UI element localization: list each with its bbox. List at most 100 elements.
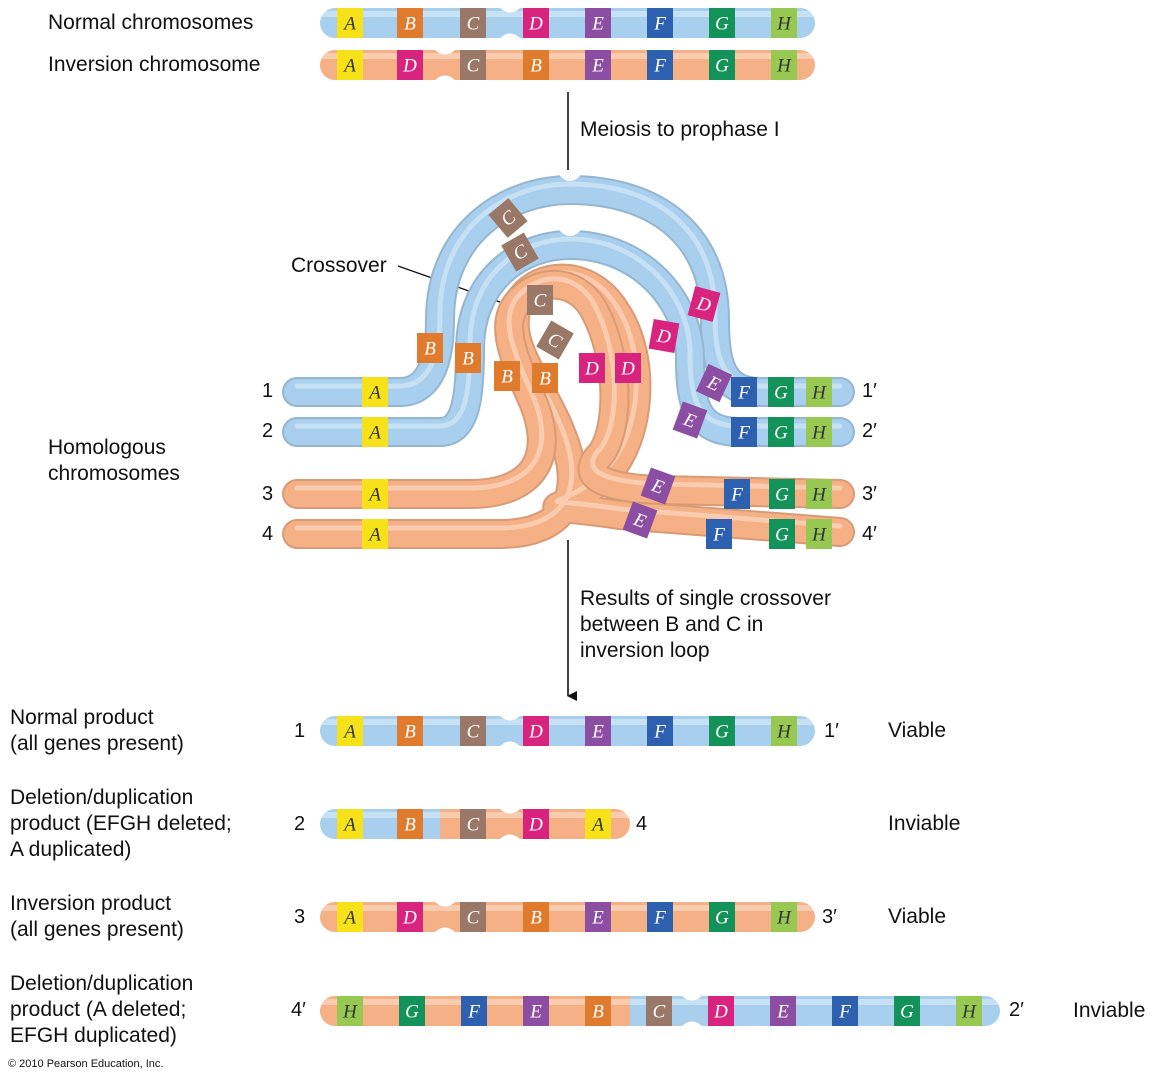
svg-text:F: F	[737, 383, 750, 404]
svg-text:B: B	[424, 339, 436, 360]
product-3-chromosome-gene-a-0: A	[342, 908, 356, 929]
loop-strand-3-band-d: D	[615, 353, 641, 383]
product-4-chromosome-gene-g-9: G	[900, 1002, 914, 1023]
inversion-chromosome-band-b-3	[523, 50, 549, 80]
loop-strand-3-band-c: C	[527, 285, 553, 315]
product-2-chromosome-gene-a-0: A	[342, 815, 356, 836]
svg-text:B: B	[501, 367, 513, 388]
homologous-label-line1: Homologous	[48, 436, 166, 459]
loop-strand-2-left: 2	[262, 420, 274, 442]
inversion-chromosome-centromere-top	[434, 50, 456, 55]
product-4-name-line1: Deletion/duplication	[10, 972, 194, 995]
svg-text:B: B	[539, 369, 551, 390]
product-2-chromosome-gene-a-4: A	[590, 815, 604, 836]
product-1-chromosome-gene-f-5: F	[653, 722, 666, 743]
product-3-name-line2: (all genes present)	[10, 918, 184, 941]
product-2-right-label: 4	[636, 813, 648, 835]
loop-strand-1-band-a: A	[362, 377, 388, 407]
product-1-chromosome-band-e-4	[585, 716, 611, 746]
inversion-chromosome-centromere-bottom	[434, 75, 456, 80]
product-2-chromosome-band-c-2	[460, 809, 486, 839]
product-2-chromosome-gene-d-3: D	[528, 815, 543, 836]
product-1-result: Viable	[888, 719, 946, 742]
normal-chromosome-gene-g-6: G	[715, 14, 729, 35]
loop-strand-1-band-c: C	[488, 198, 528, 238]
normal-chromosome-band-g-6	[709, 8, 735, 38]
product-3-chromosome-band-f-5	[647, 902, 673, 932]
inversion-chromosome-band-e-4	[585, 50, 611, 80]
loop-strand-2-band-a: A	[362, 417, 388, 447]
product-2-name-line2: product (EFGH deleted;	[10, 812, 232, 835]
loop-strand-1-band-d: D	[687, 286, 721, 322]
inversion-chromosome-band-a-0	[337, 50, 363, 80]
product-2-result: Inviable	[888, 812, 961, 835]
copyright-notice: © 2010 Pearson Education, Inc.	[8, 1058, 164, 1070]
crossover-label: Crossover	[291, 254, 387, 277]
homologous-label-line2: chromosomes	[48, 462, 180, 485]
product-3-chromosome-gene-g-6: G	[715, 908, 729, 929]
product-3-chromosome-band-c-2	[460, 902, 486, 932]
loop-strand-3-band-a: A	[362, 479, 388, 509]
product-4-chromosome-gene-f-8: F	[838, 1002, 851, 1023]
inversion-chromosome-label: Inversion chromosome	[48, 53, 261, 76]
loop-strand-4-band-a: A	[362, 519, 388, 549]
results-label-line1: Results of single crossover	[580, 587, 831, 610]
inversion-chromosome-band-c-2	[460, 50, 486, 80]
normal-chromosomes-label: Normal chromosomes	[48, 11, 254, 34]
loop-strand-4-band-h: H	[806, 519, 832, 549]
results-label-line2: between B and C in	[580, 613, 764, 636]
product-3-chromosome-band-h-7	[771, 902, 797, 932]
loop-strand-4-band-c: C	[536, 320, 574, 360]
product-3-chromosome-gene-c-2: C	[467, 908, 480, 929]
svg-text:H: H	[811, 525, 827, 546]
loop-strand-4-band-e: E	[622, 501, 658, 539]
product-1-right-label: 1′	[824, 720, 839, 742]
product-2-chromosome-gene-c-2: C	[467, 815, 480, 836]
product-3-chromosome-gene-h-7: H	[776, 908, 792, 929]
product-3-chromosome-band-a-0	[337, 902, 363, 932]
normal-chromosome-band-b-1	[397, 8, 423, 38]
normal-chromosome-band-a-0	[337, 8, 363, 38]
svg-text:A: A	[367, 383, 381, 404]
product-1-chromosome-gene-h-7: H	[776, 722, 792, 743]
product-3-chromosome-centromere-bottom	[434, 927, 456, 932]
product-1-chromosome-band-g-6	[709, 716, 735, 746]
svg-text:B: B	[462, 349, 474, 370]
product-2-chromosome-band-d-3	[523, 809, 549, 839]
loop-strand-2-band-b: B	[455, 343, 481, 373]
meiosis-label: Meiosis to prophase I	[580, 118, 780, 141]
product-2-chromosome-centromere-top	[499, 809, 521, 814]
inversion-chromosome-band-f-5	[647, 50, 673, 80]
inversion-chromosome-band-g-6	[709, 50, 735, 80]
product-4-chromosome-band-g-9	[894, 996, 920, 1026]
normal-chromosome-gene-h-7: H	[776, 14, 792, 35]
loop-strand-3-band-g: G	[769, 479, 795, 509]
product-4-chromosome-arm-1	[630, 996, 1000, 1026]
product-3-chromosome-band-g-6	[709, 902, 735, 932]
product-4-chromosome-gene-h-0: H	[342, 1002, 358, 1023]
inversion-chromosome-gene-d-1: D	[402, 56, 417, 77]
normal-chromosome-gene-c-2: C	[467, 14, 480, 35]
loop-strand-1-band-f: F	[731, 377, 757, 407]
product-1-name-line1: Normal product	[10, 706, 154, 729]
loop-strand-1-band-g: G	[768, 377, 794, 407]
loop-strand-4-band-g: G	[769, 519, 795, 549]
loop-strand-4-left: 4	[262, 523, 274, 545]
loop-strand-3-band-h: H	[806, 479, 832, 509]
product-4-chromosome-gene-g-1: G	[405, 1002, 419, 1023]
product-3-chromosome-band-e-4	[585, 902, 611, 932]
product-2-chromosome-gene-b-1: B	[404, 815, 416, 836]
product-4-chromosome-band-e-3	[523, 996, 549, 1026]
product-1-chromosome-band-d-3	[523, 716, 549, 746]
product-1-chromosome-gene-d-3: D	[528, 722, 543, 743]
svg-text:H: H	[811, 423, 827, 444]
product-3-chromosome-gene-e-4: E	[591, 908, 604, 929]
svg-text:A: A	[367, 423, 381, 444]
product-1-name-line2: (all genes present)	[10, 732, 184, 755]
